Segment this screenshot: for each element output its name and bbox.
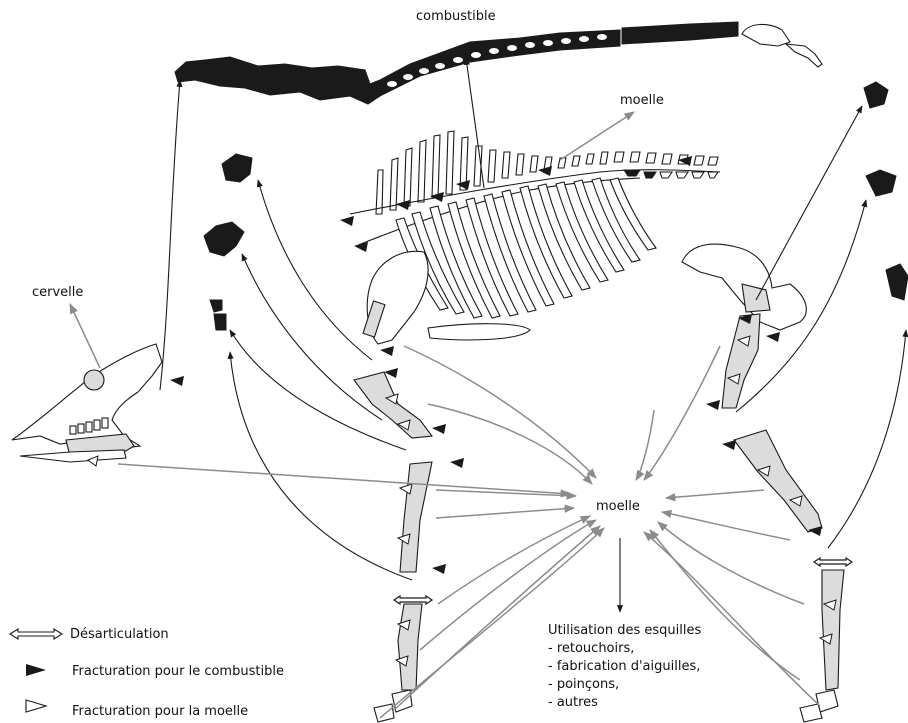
legend-item-fuel: Fracturation pour le combustible (26, 664, 284, 679)
usage-list: Utilisation des esquilles - retouchoirs,… (548, 623, 701, 710)
radius-ulna (400, 462, 432, 572)
label-moelle-ribs: moelle (620, 93, 664, 108)
disarticulation-markers (394, 558, 852, 604)
label-cervelle: cervelle (32, 285, 83, 300)
tibia (734, 430, 822, 532)
usage-item: - retouchoirs, (548, 641, 634, 656)
usage-item: - fabrication d'aiguilles, (548, 659, 700, 674)
legend: Désarticulation Fracturation pour le com… (10, 627, 284, 719)
open-triangle-icon (26, 700, 46, 712)
humerus (354, 372, 432, 438)
marrow-fracture-markers (88, 336, 836, 666)
usage-item: - autres (548, 695, 598, 710)
legend-item-disarticulation: Désarticulation (10, 627, 169, 642)
usage-title: Utilisation des esquilles (548, 623, 701, 638)
legend-label: Désarticulation (70, 627, 169, 642)
skull-fragments (204, 82, 908, 330)
legend-item-marrow: Fracturation pour la moelle (26, 700, 248, 719)
metatarsal (822, 570, 844, 690)
marrow-arrows (70, 112, 820, 718)
vertebral-column (175, 22, 822, 104)
metacarpal (398, 604, 422, 690)
usage-item: - poinçons, (548, 677, 619, 692)
legend-label: Fracturation pour le combustible (72, 664, 284, 679)
fuel-arrows (160, 58, 906, 612)
label-moelle-center: moelle (596, 499, 640, 514)
phalanges (374, 690, 838, 722)
double-arrow-icon (10, 629, 62, 639)
femur (722, 314, 760, 408)
scapula (363, 251, 428, 344)
legend-label: Fracturation pour la moelle (72, 704, 248, 719)
skull (12, 344, 162, 462)
label-combustible: combustible (416, 9, 496, 24)
filled-triangle-icon (26, 664, 46, 676)
